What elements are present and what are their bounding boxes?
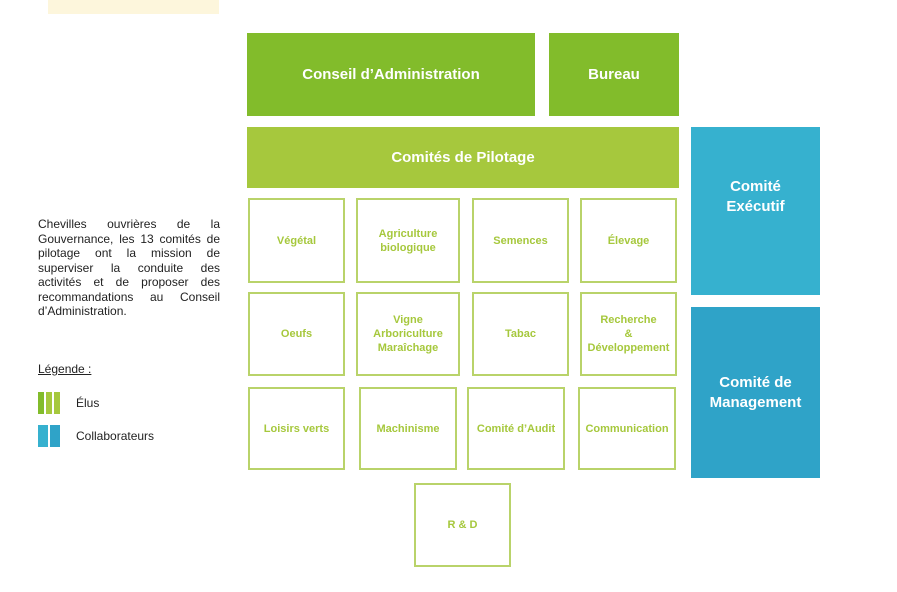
bureau-block: Bureau [549, 33, 679, 116]
committee-box-tabac: Tabac [472, 292, 569, 376]
committee-box-semences: Semences [472, 198, 569, 283]
legend-title: Légende : [38, 362, 92, 376]
committee-box-oeufs: Oeufs [248, 292, 345, 376]
committee-box-machinisme: Machinisme [359, 387, 457, 470]
committee-box-loisirs-verts: Loisirs verts [248, 387, 345, 470]
legend-label-elus: Élus [76, 396, 100, 410]
committee-box-elevage: Élevage [580, 198, 677, 283]
legend-item-elus: Élus [38, 392, 99, 414]
committee-box-communication: Communication [578, 387, 676, 470]
legend-label-collaborateurs: Collaborateurs [76, 429, 155, 443]
legend-item-collaborateurs: Collaborateurs [38, 425, 154, 447]
committee-box-recherche-developpement: Recherche & Développement [580, 292, 677, 376]
committee-box-vigne-arboriculture-maraichage: Vigne Arboriculture Maraîchage [356, 292, 460, 376]
committee-box-agriculture-biologique: Agriculture biologique [356, 198, 460, 283]
legend-swatch-teal [38, 425, 60, 447]
legend-swatch-green [38, 392, 60, 414]
comite-executif-block: Comité Exécutif [691, 127, 820, 295]
comite-management-block: Comité de Management [691, 307, 820, 478]
committee-box-comite-audit: Comité d’Audit [467, 387, 565, 470]
committee-box-vegetal: Végétal [248, 198, 345, 283]
description-text: Chevilles ouvrières de la Gouvernance, l… [38, 217, 220, 318]
committee-box-r-and-d: R & D [414, 483, 511, 567]
comites-pilotage-block: Comités de Pilotage [247, 127, 679, 188]
top-banner-strip [48, 0, 219, 14]
conseil-administration-block: Conseil d’Administration [247, 33, 535, 116]
